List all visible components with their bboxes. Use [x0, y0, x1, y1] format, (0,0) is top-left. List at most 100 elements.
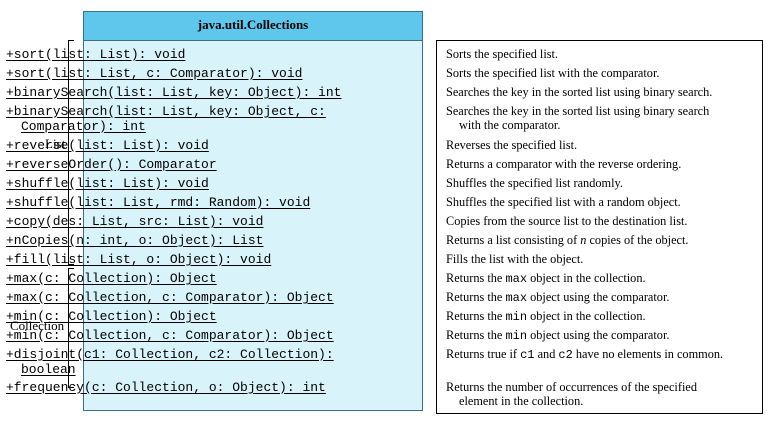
method-signature: +shuffle(list: List, rmd: Random): void: [6, 195, 310, 210]
description-text: with the comparator.: [459, 118, 561, 132]
description-line: Returns the min object in the collection…: [446, 309, 646, 324]
uml-class-box: java.util.Collections: [83, 11, 423, 411]
method-description: Fills the list with the object.: [446, 252, 583, 266]
description-line: Returns a list consisting of n copies of…: [446, 233, 689, 247]
method-line: +min(c: Collection): Object: [6, 309, 217, 324]
method-description: Searches the key in the sorted list usin…: [446, 104, 709, 132]
method-line: boolean: [21, 362, 76, 377]
method-line: +shuffle(list: List, rmd: Random): void: [6, 195, 311, 210]
class-name: java.util.Collections: [197, 16, 309, 32]
method-signature: +shuffle(list: List): void: [6, 176, 209, 191]
uml-class-header: java.util.Collections: [84, 12, 422, 41]
method-line: +binarySearch(list: List, key: Object, c…: [6, 104, 326, 119]
description-line: Returns the min object using the compara…: [446, 328, 669, 343]
method-description: Returns the max object using the compara…: [446, 290, 669, 305]
description-text: Sorts the specified list.: [446, 47, 559, 61]
description-text: object using the comparator.: [527, 328, 670, 342]
description-text: element in the collection.: [459, 394, 584, 408]
description-text: object using the comparator.: [527, 290, 670, 304]
description-text: copies of the object.: [586, 233, 689, 247]
method-line: +sort(list: List, c: Comparator): void: [6, 66, 303, 81]
description-text: Searches the key in the sorted list usin…: [446, 104, 710, 118]
method-line: +shuffle(list: List): void: [6, 176, 209, 191]
method-signature: +min(c: Collection, c: Comparator): Obje…: [6, 328, 334, 343]
description-text: have no elements in common.: [572, 347, 724, 361]
method-line: +reverse(list: List): void: [6, 138, 209, 153]
list-group-bracket: [68, 40, 74, 265]
method-line: +sort(list: List): void: [6, 47, 186, 62]
description-line: Sorts the specified list with the compar…: [446, 66, 659, 80]
method-description: Sorts the specified list with the compar…: [446, 66, 659, 80]
description-line: Sorts the specified list.: [446, 47, 558, 61]
method-line: +max(c: Collection, c: Comparator): Obje…: [6, 290, 334, 305]
description-line: Copies from the source list to the desti…: [446, 214, 687, 228]
description-text: Returns a comparator with the reverse or…: [446, 157, 682, 171]
description-text: Returns the: [446, 328, 506, 342]
description-text: object in the collection.: [527, 309, 646, 323]
method-description: Shuffles the specified list with a rando…: [446, 195, 681, 209]
method-line: +binarySearch(list: List, key: Object): …: [6, 85, 342, 100]
method-line: +frequency(c: Collection, o: Object): in…: [6, 380, 326, 395]
method-signature: +reverse(list: List): void: [6, 138, 209, 153]
description-line: Shuffles the specified list with a rando…: [446, 195, 681, 209]
code-fragment: min: [505, 329, 528, 343]
description-line: Returns a comparator with the reverse or…: [446, 157, 681, 171]
description-line: Returns the max object in the collection…: [446, 271, 646, 286]
method-description: Returns a comparator with the reverse or…: [446, 157, 681, 171]
method-description: Reverses the specified list.: [446, 138, 577, 152]
description-text: Returns the: [446, 290, 506, 304]
code-fragment: c2: [558, 348, 573, 362]
method-signature: +max(c: Collection): Object: [6, 271, 217, 286]
description-text: Reverses the specified list.: [446, 138, 578, 152]
code-fragment: n: [580, 233, 587, 247]
method-line: +fill(list: List, o: Object): void: [6, 252, 272, 267]
method-description: Shuffles the specified list randomly.: [446, 176, 623, 190]
description-text: Fills the list with the object.: [446, 252, 584, 266]
code-fragment: max: [505, 291, 528, 305]
description-line: Returns true if c1 and c2 have no elemen…: [446, 347, 723, 362]
method-signature: +disjoint(c1: Collection, c2: Collection…: [6, 347, 334, 377]
method-description: Copies from the source list to the desti…: [446, 214, 687, 228]
description-text: and: [534, 347, 559, 361]
method-line: +reverseOrder(): Comparator: [6, 157, 217, 172]
method-line: Comparator): int: [21, 119, 146, 134]
method-signature: +nCopies(n: int, o: Object): List: [6, 233, 263, 248]
description-line: Returns the number of occurrences of the…: [446, 380, 697, 394]
method-signature: +copy(des: List, src: List): void: [6, 214, 263, 229]
method-description: Returns the number of occurrences of the…: [446, 380, 697, 408]
description-text: Returns true if: [446, 347, 521, 361]
method-line: +min(c: Collection, c: Comparator): Obje…: [6, 328, 334, 343]
method-signature: +sort(list: List): void: [6, 47, 185, 62]
description-text: Shuffles the specified list randomly.: [446, 176, 623, 190]
description-text: Copies from the source list to the desti…: [446, 214, 688, 228]
description-line: Fills the list with the object.: [446, 252, 583, 266]
method-description: Sorts the specified list.: [446, 47, 558, 61]
method-description: Returns the min object using the compara…: [446, 328, 669, 343]
description-text: Returns a list consisting of: [446, 233, 581, 247]
method-signature: +reverseOrder(): Comparator: [6, 157, 217, 172]
method-description: Returns a list consisting of n copies of…: [446, 233, 689, 247]
method-signature: +min(c: Collection): Object: [6, 309, 217, 324]
description-text: Searches the key in the sorted list usin…: [446, 85, 713, 99]
code-fragment: min: [505, 310, 528, 324]
method-signature: +sort(list: List, c: Comparator): void: [6, 66, 302, 81]
description-text: object in the collection.: [527, 271, 646, 285]
description-line: Searches the key in the sorted list usin…: [446, 104, 709, 118]
method-signature: +binarySearch(list: List, key: Object): …: [6, 85, 341, 100]
method-signature: +frequency(c: Collection, o: Object): in…: [6, 380, 326, 395]
method-line: +nCopies(n: int, o: Object): List: [6, 233, 264, 248]
method-signature: +max(c: Collection, c: Comparator): Obje…: [6, 290, 334, 305]
method-description: Returns true if c1 and c2 have no elemen…: [446, 347, 723, 362]
collection-group-bracket: [68, 268, 74, 388]
description-text: Returns the: [446, 309, 506, 323]
description-box: [436, 40, 763, 414]
method-description: Returns the min object in the collection…: [446, 309, 646, 324]
method-line: +max(c: Collection): Object: [6, 271, 217, 286]
description-line: element in the collection.: [446, 394, 697, 408]
code-fragment: max: [505, 272, 528, 286]
method-line: +copy(des: List, src: List): void: [6, 214, 264, 229]
code-fragment: c1: [520, 348, 535, 362]
description-line: Reverses the specified list.: [446, 138, 577, 152]
method-line: +disjoint(c1: Collection, c2: Collection…: [6, 347, 334, 362]
group-label-collection: Collection: [10, 318, 65, 333]
